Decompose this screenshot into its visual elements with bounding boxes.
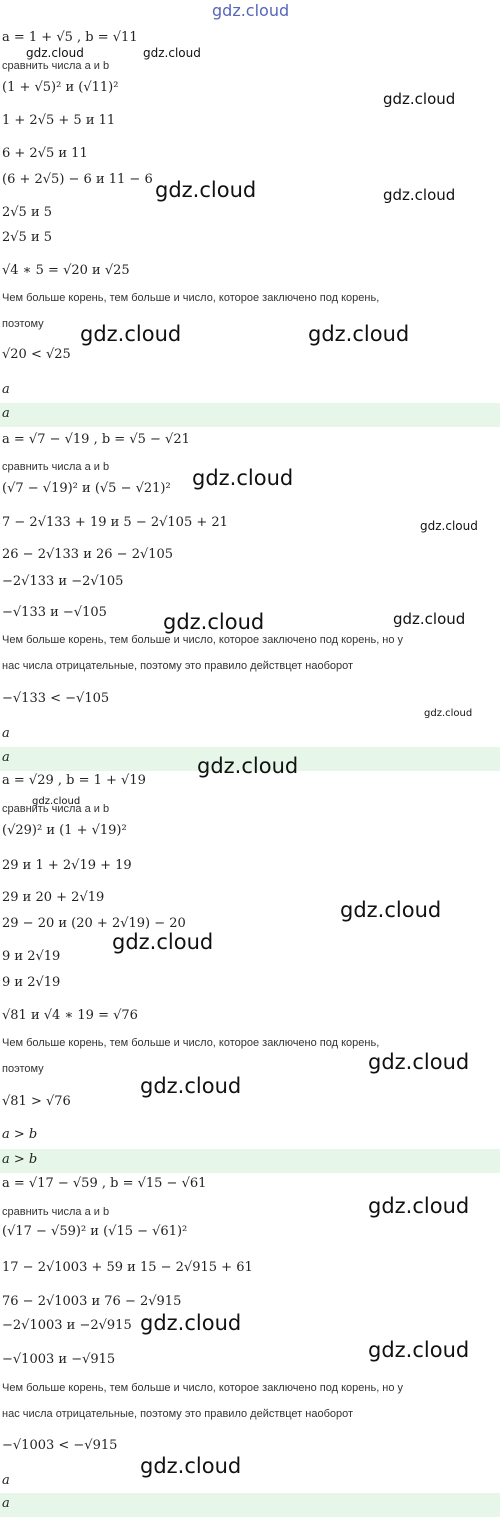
math-line: √4 ∗ 5 = √20 и √25 [2,263,130,278]
math-line: −√1003 < −√915 [2,1438,118,1453]
math-line: 9 и 2√19 [2,975,61,990]
math-line: 6 + 2√5 и 11 [2,146,88,161]
math-line: (√17 − √59)² и (√15 − √61)² [2,1224,188,1239]
math-line: 1 + 2√5 + 5 и 11 [2,113,116,128]
watermark: gdz.cloud [368,1338,470,1362]
math-line: a [2,1473,10,1488]
answer-band: a [0,747,500,771]
math-line: 9 и 2√19 [2,949,61,964]
math-line: a = √7 − √19 , b = √5 − √21 [2,432,190,447]
text-line: поэтому [2,1063,44,1075]
watermark: gdz.cloud [393,610,466,628]
text-line: поэтому [2,318,44,330]
watermark: gdz.cloud [383,186,456,204]
math-line: 29 и 1 + 2√19 + 19 [2,858,132,873]
watermark: gdz.cloud [140,1311,242,1335]
math-line: 2√5 и 5 [2,205,53,220]
math-line: −√1003 и −√915 [2,1352,116,1367]
watermark: gdz.cloud [192,466,294,490]
math-line: −√133 и −√105 [2,605,107,620]
watermark: gdz.cloud [340,898,442,922]
text-line: Чем больше корень, тем больше и число, к… [2,634,404,646]
answer-text: a [2,1496,10,1511]
watermark: gdz.cloud [308,322,410,346]
math-line: (√29)² и (1 + √19)² [2,823,127,838]
text-line: нас числа отрицательные, поэтому это пра… [2,1408,354,1420]
math-line: √20 < √25 [2,347,71,362]
watermark: gdz.cloud [420,519,478,533]
text-line: нас числа отрицательные, поэтому это пра… [2,660,354,672]
answer-band: a [0,1493,500,1517]
math-line: a = 1 + √5 , b = √11 [2,30,138,45]
watermark: gdz.cloud [368,1050,470,1074]
text-line: Чем больше корень, тем больше и число, к… [2,1382,404,1394]
answer-text: a [2,750,10,765]
watermark: gdz.cloud [143,46,201,60]
math-line: √81 > √76 [2,1094,71,1109]
math-line: 29 и 20 + 2√19 [2,890,105,905]
math-line: 26 − 2√133 и 26 − 2√105 [2,547,174,562]
text-line: Чем больше корень, тем больше и число, к… [2,1037,380,1049]
watermark: gdz.cloud [424,708,473,719]
watermark: gdz.cloud [26,46,84,60]
answer-band: a > b [0,1149,500,1173]
math-line: √81 и √4 ∗ 19 = √76 [2,1008,138,1023]
math-line: (1 + √5)² и (√11)² [2,80,119,95]
math-line: a [2,382,10,397]
math-line: a = √29 , b = 1 + √19 [2,773,146,788]
text-line: Чем больше корень, тем больше и число, к… [2,292,380,304]
answer-text: a [2,406,10,421]
math-line: −2√133 и −2√105 [2,574,124,589]
watermark: gdz.cloud [140,1074,242,1098]
watermark: gdz.cloud [155,178,257,202]
math-line: 2√5 и 5 [2,230,53,245]
answer-band: a [0,403,500,427]
math-line: a > b [2,1127,38,1142]
watermark: gdz.cloud [112,930,214,954]
text-line: сравнить числа a и b [2,1206,110,1218]
watermark: gdz.cloud [140,1454,242,1478]
watermark: gdz.cloud [383,90,456,108]
watermark: gdz.cloud [197,754,299,778]
math-line: 76 − 2√1003 и 76 − 2√915 [2,1294,182,1309]
watermark: gdz.cloud [163,610,265,634]
math-line: a = √17 − √59 , b = √15 − √61 [2,1176,207,1191]
math-line: 17 − 2√1003 + 59 и 15 − 2√915 + 61 [2,1260,253,1275]
watermark: gdz.cloud [32,796,81,807]
text-line: сравнить числа a и b [2,461,110,473]
site-logo[interactable]: gdz.cloud [212,1,290,20]
math-line: −2√1003 и −2√915 [2,1318,132,1333]
math-line: 7 − 2√133 + 19 и 5 − 2√105 + 21 [2,515,228,530]
watermark: gdz.cloud [80,322,182,346]
answer-text: a > b [2,1152,38,1167]
math-line: a [2,726,10,741]
math-line: −√133 < −√105 [2,691,110,706]
math-line: 29 − 20 и (20 + 2√19) − 20 [2,916,186,931]
text-line: сравнить числа a и b [2,60,110,72]
watermark: gdz.cloud [368,1194,470,1218]
math-line: (6 + 2√5) − 6 и 11 − 6 [2,172,153,187]
math-line: (√7 − √19)² и (√5 − √21)² [2,481,171,496]
text-line: сравнить числа a и b [2,803,110,815]
